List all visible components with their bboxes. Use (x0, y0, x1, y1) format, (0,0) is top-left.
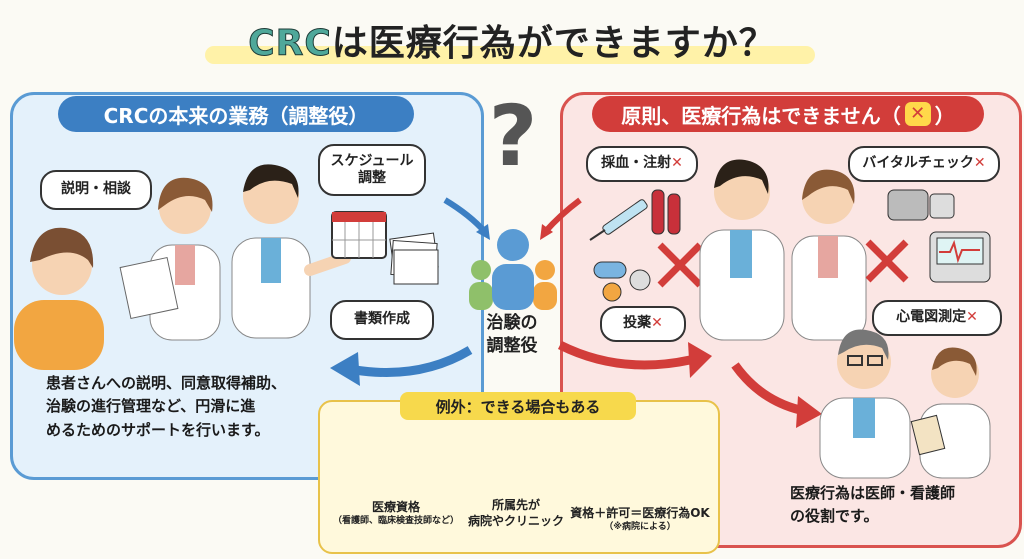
exception-qualification: 医療資格 （看護師、臨床検査技師など） (330, 500, 462, 527)
right-header-end: ） (934, 103, 955, 128)
title-rest: は医療行為ができますか？ (331, 23, 776, 64)
arrow-red-in-icon (542, 197, 582, 234)
exception-box (318, 400, 720, 554)
pills-icon (593, 261, 651, 302)
bubble-blood-label: 採血・注射 (601, 155, 672, 172)
bubble-ecg-x-icon: ✕ (966, 309, 978, 326)
exception-hospital-line1: 所属先が (491, 498, 540, 512)
page-title: CRCは医療行為ができますか？ (215, 14, 809, 66)
cross-mark-left-icon (657, 242, 703, 288)
left-panel-header: CRCの本来の業務（調整役） (58, 96, 414, 132)
exception-qualification-label: 医療資格 (371, 500, 420, 514)
bubble-blood-x-icon: ✕ (671, 155, 683, 172)
exception-header: 例外：できる場合もある (400, 392, 636, 420)
arrow-red-down-icon (731, 362, 802, 415)
question-mark-icon: ? (489, 87, 538, 185)
exception-result-label: 資格＋許可＝医療行為OK (570, 506, 710, 520)
exception-result: 資格＋許可＝医療行為OK （※病院による） (566, 506, 714, 533)
bubble-medication: 投薬✕ (600, 306, 686, 342)
arrow-red-out-icon (557, 340, 691, 370)
ecg-monitor-icon (929, 231, 991, 283)
right-description-line1: 医療行為は医師・看護師 (790, 484, 956, 502)
nurse-icon (910, 347, 991, 479)
center-label: 治験の 調整役 (462, 312, 562, 358)
cross-mark-right-icon (865, 239, 909, 283)
left-description-line2: 治験の進行管理など、円滑に進 (46, 397, 256, 416)
exception-hospital: 所属先が 病院やクリニック (468, 498, 564, 529)
exception-qualification-note: （看護師、臨床検査技師など） (332, 515, 459, 526)
crc-male-icon (231, 164, 351, 339)
bubble-explain: 説明・相談 (40, 170, 152, 210)
bubble-schedule: スケジュール 調整 (318, 144, 426, 196)
bubble-documents: 書類作成 (330, 300, 434, 340)
left-description: 患者さんへの説明、同意取得補助、 治験の進行管理など、円滑に進 めるためのサポー… (46, 372, 346, 442)
bubble-vital: バイタルチェック✕ (848, 146, 1000, 182)
bubble-schedule-line2: 調整 (358, 170, 386, 186)
doctor-senior-icon (819, 329, 911, 479)
center-label-line2: 調整役 (486, 335, 538, 356)
bubble-vital-x-icon: ✕ (973, 155, 986, 172)
arrow-blue-in-icon (443, 197, 488, 235)
bubble-vital-label: バイタルチェック (862, 155, 974, 172)
right-description-line2: の役割です。 (790, 506, 879, 525)
center-label-line1: 治験の (486, 313, 538, 333)
crc-female-icon (119, 177, 221, 341)
nurse-female-icon (791, 169, 867, 341)
syringe-icon (589, 199, 648, 241)
left-description-line1: 患者さんへの説明、同意取得補助、 (46, 374, 287, 392)
calendar-icon (331, 211, 387, 259)
exception-hospital-line2: 病院やクリニック (468, 513, 565, 528)
doctor-male-icon (699, 159, 785, 341)
left-description-line3: めるためのサポートを行います。 (46, 420, 270, 439)
bp-monitor-icon (887, 189, 955, 221)
patient-icon (14, 227, 104, 370)
x-badge-icon: ✕ (904, 102, 931, 126)
bubble-medication-x-icon: ✕ (651, 315, 663, 332)
bubble-ecg: 心電図測定✕ (872, 300, 1002, 336)
arrow-blue-out-icon (354, 346, 473, 377)
papers-icon (389, 232, 439, 285)
bubble-medication-label: 投薬 (623, 315, 652, 332)
team-icon (469, 229, 557, 310)
right-description: 医療行為は医師・看護師 の役割です。 (790, 482, 1000, 527)
blood-tubes-icon (651, 189, 681, 235)
title-highlight (205, 46, 815, 64)
right-header-text: 原則、医療行為はできません（ (621, 103, 901, 128)
exception-result-note: （※病院による） (604, 521, 676, 532)
bubble-ecg-label: 心電図測定 (896, 309, 967, 326)
right-panel-header: 原則、医療行為はできません（✕） (592, 96, 984, 132)
title-crc: CRC (248, 23, 332, 65)
bubble-schedule-line1: スケジュール (330, 152, 414, 169)
bubble-blood-draw: 採血・注射✕ (586, 146, 698, 182)
